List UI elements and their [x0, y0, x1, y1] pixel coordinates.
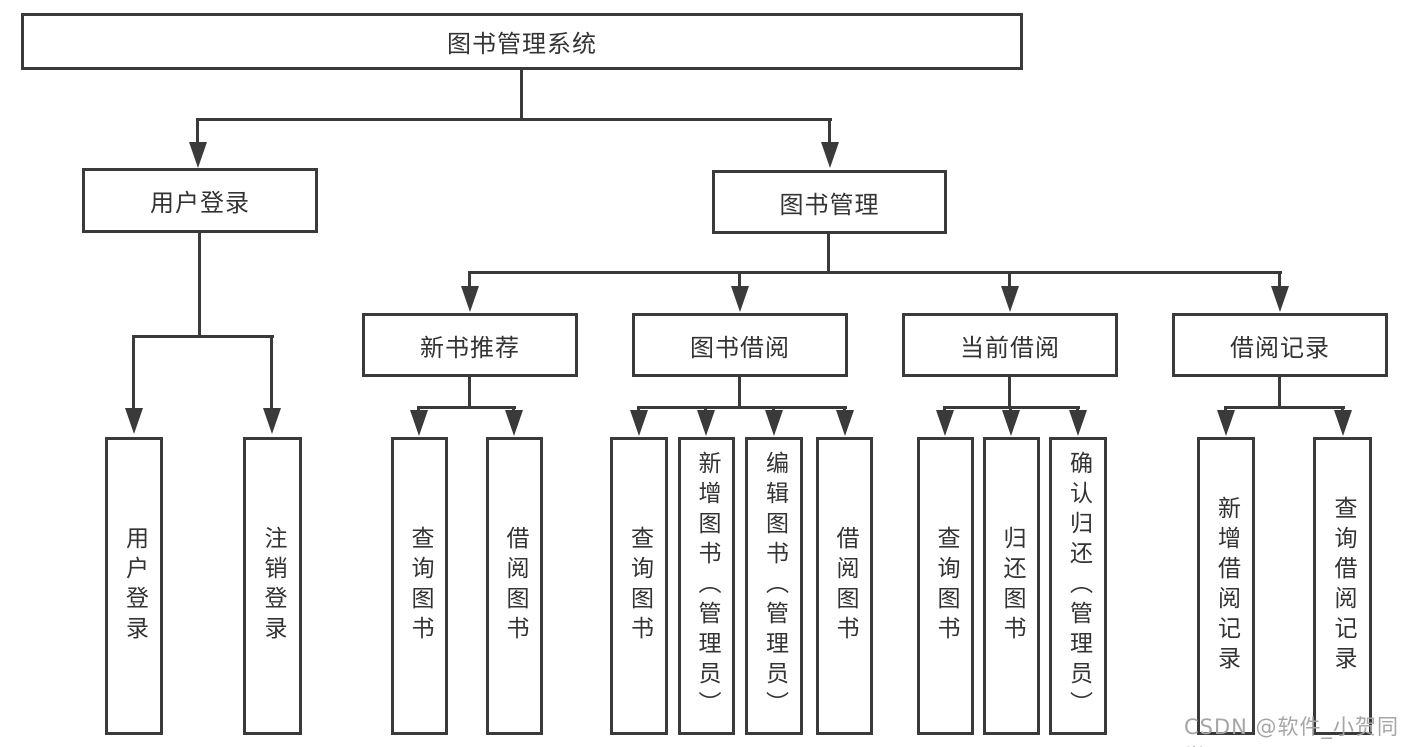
- csdn-watermark: CSDN @软件_小贺同学: [1184, 715, 1400, 747]
- leaf-borrow-books-recommend: 借阅图书: [486, 437, 543, 735]
- leaf-label: 用户登录: [121, 526, 148, 646]
- connector-module-drop: [1008, 271, 1011, 289]
- leaf-add-books-admin: 新增图书（管理员）: [678, 437, 735, 735]
- leaf-label: 查询借阅记录: [1330, 496, 1356, 676]
- leaf-label: 借阅图书: [832, 526, 858, 646]
- connector-leaf-drop: [132, 335, 135, 411]
- connector-branch2-drop: [828, 118, 831, 144]
- node-label: 图书借阅: [690, 333, 790, 362]
- leaf-label: 注销登录: [260, 526, 286, 646]
- node-book-management-branch: 图书管理: [712, 170, 947, 234]
- leaf-label: 借阅图书: [502, 526, 528, 646]
- node-user-login-branch: 用户登录: [82, 168, 318, 233]
- connector-module3-stem: [1008, 377, 1011, 406]
- leaf-label: 新增图书（管理员）: [694, 451, 720, 721]
- leaf-confirm-return-admin: 确认归还（管理员）: [1049, 437, 1107, 735]
- node-book-borrow: 图书借阅: [632, 313, 848, 377]
- arrow-down-icon: [189, 142, 207, 168]
- arrow-down-icon: [461, 286, 479, 312]
- arrow-down-icon: [1001, 286, 1019, 312]
- leaf-logout: 注销登录: [243, 437, 302, 735]
- arrow-down-icon: [1069, 410, 1087, 436]
- node-label: 当前借阅: [960, 333, 1060, 362]
- node-root-label: 图书管理系统: [447, 30, 597, 58]
- connector-module4-stem: [1278, 377, 1281, 406]
- node-borrow-records: 借阅记录: [1172, 313, 1388, 377]
- leaf-label: 查询图书: [407, 526, 433, 646]
- node-label: 图书管理: [779, 190, 880, 219]
- connector-module-drop: [738, 271, 741, 289]
- leaf-query-books-recommend: 查询图书: [391, 437, 448, 735]
- leaf-label: 查询图书: [933, 526, 959, 646]
- connector-module2-stem: [738, 377, 741, 406]
- connector-module1-stem: [468, 377, 471, 406]
- connector-module1-bus: [417, 406, 516, 409]
- node-label: 新书推荐: [420, 333, 520, 362]
- leaf-label: 查询图书: [626, 526, 653, 646]
- node-root: 图书管理系统: [21, 13, 1023, 70]
- arrow-down-icon: [410, 410, 428, 436]
- connector-module-drop: [1278, 271, 1281, 289]
- leaf-label: 编辑图书（管理员）: [761, 451, 788, 721]
- leaf-label: 新增借阅记录: [1213, 496, 1240, 676]
- arrow-down-icon: [630, 410, 648, 436]
- leaf-edit-books-admin: 编辑图书（管理员）: [745, 437, 803, 735]
- connector-module2-bus: [637, 406, 847, 409]
- arrow-down-icon: [263, 408, 281, 434]
- leaf-query-books-current: 查询图书: [917, 437, 974, 735]
- arrow-down-icon: [1002, 410, 1020, 436]
- leaf-add-borrow-record: 新增借阅记录: [1197, 437, 1255, 735]
- connector-mgmt-stem: [827, 234, 830, 274]
- connector-leaf-drop: [270, 335, 273, 411]
- leaf-borrow-books: 借阅图书: [816, 437, 873, 735]
- node-current-borrow: 当前借阅: [902, 313, 1118, 377]
- connector-root-stem: [520, 70, 523, 118]
- arrow-down-icon: [505, 410, 523, 436]
- connector-module4-bus: [1224, 406, 1345, 409]
- connector-root-bus: [196, 118, 832, 121]
- connector-module-drop: [468, 271, 471, 289]
- leaf-query-borrow-record: 查询借阅记录: [1313, 437, 1372, 735]
- arrow-down-icon: [821, 142, 839, 168]
- leaf-return-books: 归还图书: [983, 437, 1040, 735]
- connector-mgmt-bus: [468, 271, 1282, 274]
- connector-login-stem: [198, 233, 201, 335]
- arrow-down-icon: [936, 410, 954, 436]
- connector-login-bus: [132, 335, 274, 338]
- arrow-down-icon: [765, 410, 783, 436]
- arrow-down-icon: [731, 286, 749, 312]
- arrow-down-icon: [836, 410, 854, 436]
- leaf-query-books-borrow: 查询图书: [610, 437, 668, 735]
- arrow-down-icon: [1334, 410, 1352, 436]
- leaf-user-login: 用户登录: [105, 437, 163, 735]
- arrow-down-icon: [697, 410, 715, 436]
- node-label: 用户登录: [150, 189, 250, 217]
- node-new-book-recommend: 新书推荐: [362, 313, 578, 377]
- leaf-label: 归还图书: [999, 526, 1025, 646]
- arrow-down-icon: [125, 408, 143, 434]
- leaf-label: 确认归还（管理员）: [1065, 451, 1092, 721]
- arrow-down-icon: [1271, 286, 1289, 312]
- arrow-down-icon: [1217, 410, 1235, 436]
- node-label: 借阅记录: [1230, 333, 1330, 362]
- connector-branch1-drop: [196, 118, 199, 144]
